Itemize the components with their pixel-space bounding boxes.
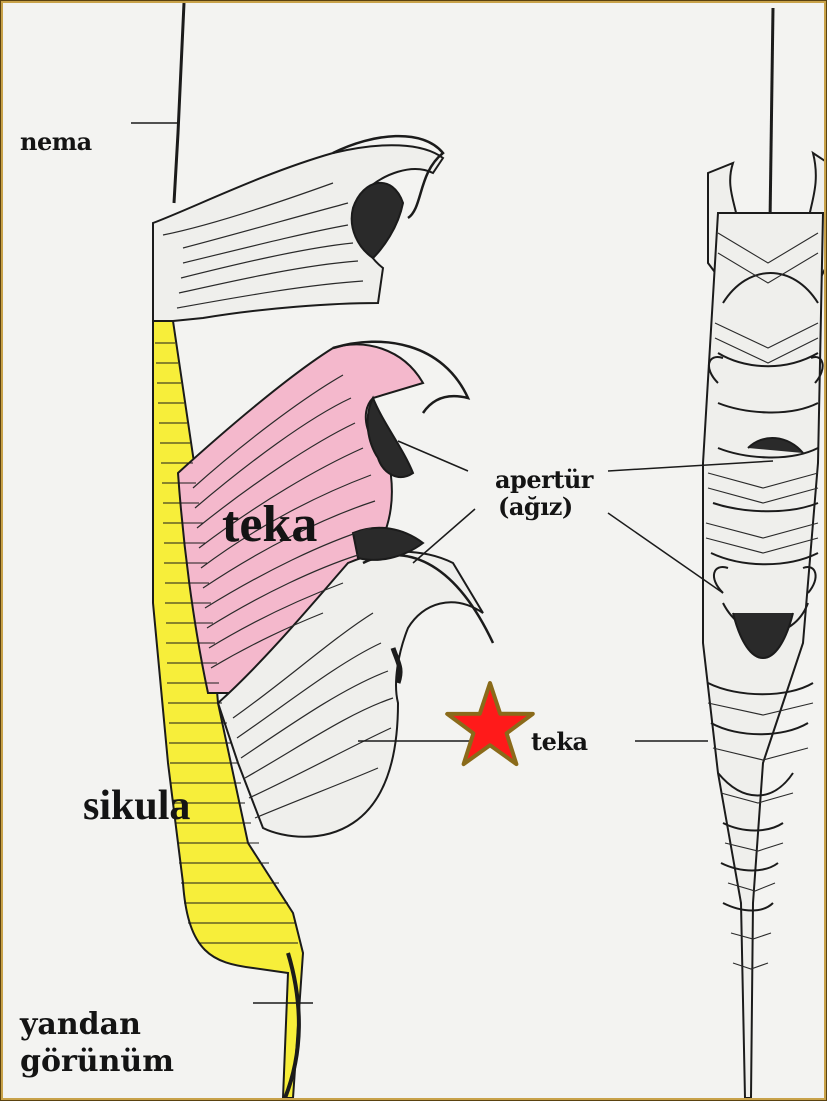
label-apertur-line1: apertür bbox=[495, 468, 593, 492]
graptolite-diagram bbox=[3, 3, 824, 1098]
frontal-view-specimen bbox=[703, 8, 824, 1098]
label-apertur-line2: (ağız) bbox=[498, 495, 573, 519]
apertur-leader-left-lower bbox=[413, 509, 475, 563]
star-icon bbox=[447, 683, 533, 764]
label-teka-right: teka bbox=[531, 730, 588, 754]
nema-thread bbox=[174, 3, 184, 203]
label-nema: nema bbox=[20, 130, 92, 154]
label-view-line1: yandan bbox=[20, 1007, 141, 1043]
label-teka-main: teka bbox=[222, 499, 317, 551]
right-nema bbox=[770, 8, 773, 223]
label-view-line2: görünüm bbox=[20, 1044, 174, 1080]
upper-theca bbox=[153, 145, 443, 323]
label-sikula: sikula bbox=[83, 785, 190, 827]
lateral-view-specimen bbox=[153, 3, 493, 1098]
